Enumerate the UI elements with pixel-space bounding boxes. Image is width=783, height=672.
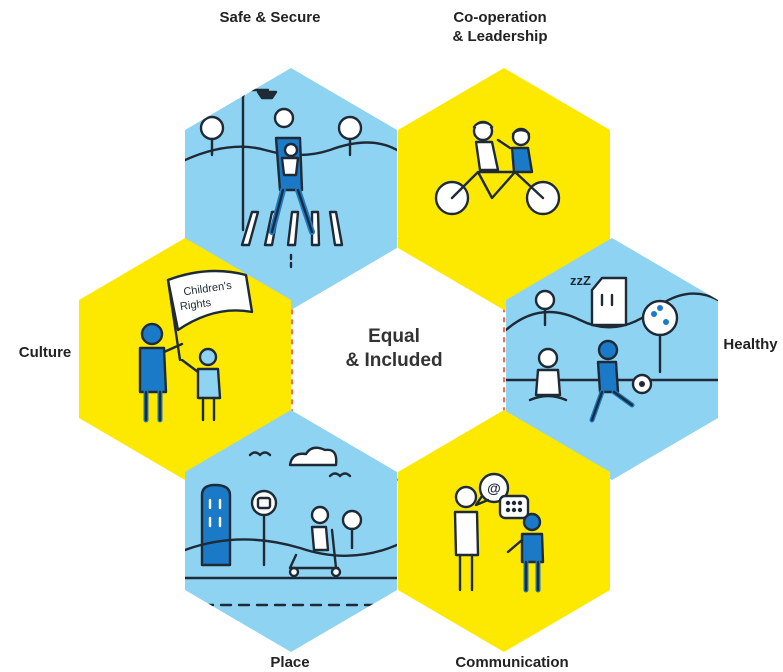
label-place: Place: [270, 654, 310, 671]
center-title-line2: & Included: [345, 350, 443, 371]
center-title: Equal & Included: [305, 325, 483, 373]
hexagon-communication: @: [398, 410, 610, 652]
hexagon-culture: Children's Rights: [79, 238, 291, 480]
label-culture: Culture: [18, 344, 72, 361]
sleep-zzz: zzZ: [570, 273, 591, 288]
at-symbol: @: [487, 480, 501, 496]
hexagon-healthy: zzZ: [506, 238, 718, 480]
label-safe-secure: Safe & Secure: [219, 9, 321, 26]
label-cooperation-line1: Co-operation: [453, 9, 547, 26]
label-healthy: Healthy: [723, 336, 778, 353]
label-cooperation-line2: & Leadership: [452, 28, 548, 45]
label-cooperation-leadership: Co-operation & Leadership: [400, 8, 600, 46]
hexagon-place: [185, 410, 397, 652]
hexagon-cooperation-leadership: [398, 68, 610, 310]
center-title-line1: Equal: [368, 326, 420, 347]
flag-text-line2: Rights: [179, 297, 212, 313]
label-communication: Communication: [455, 654, 569, 671]
